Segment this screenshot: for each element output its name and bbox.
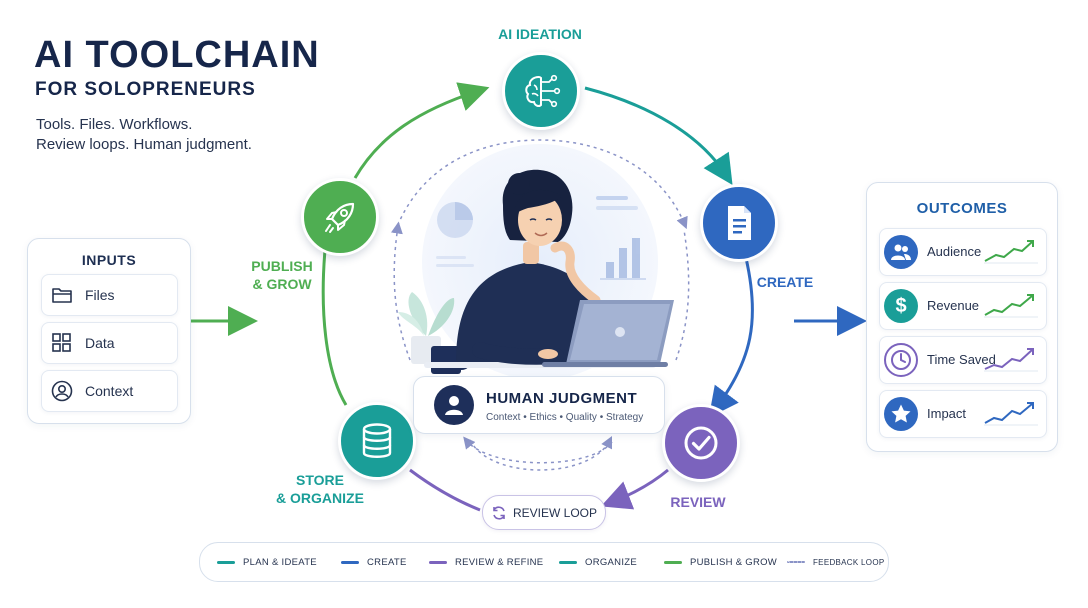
decorative-lines xyxy=(436,196,638,267)
outcome-label: Revenue xyxy=(927,298,980,313)
folder-icon xyxy=(52,288,72,303)
trend-up-icon xyxy=(984,240,1038,264)
legend-swatch xyxy=(217,560,235,564)
legend-label: ORGANIZE xyxy=(585,556,638,568)
stage-review[interactable] xyxy=(662,404,740,482)
legend-item-feedback-loop: FEEDBACK LOOP xyxy=(787,543,884,581)
dashed-loop-right xyxy=(675,229,690,361)
legend-swatch xyxy=(787,561,805,563)
user-circle-icon xyxy=(51,380,73,402)
inputs-panel: INPUTS Files Data Context xyxy=(27,238,191,424)
avatar xyxy=(434,385,474,425)
human-judgment-card: HUMAN JUDGMENT Context • Ethics • Qualit… xyxy=(413,376,665,434)
grid-icon xyxy=(52,333,71,352)
stage-label-line: & ORGANIZE xyxy=(276,490,364,506)
outcome-label: Impact xyxy=(927,406,967,421)
tagline-line-1: Tools. Files. Workflows. xyxy=(36,116,193,133)
stage-publish-grow[interactable] xyxy=(301,178,379,256)
check-circle-icon xyxy=(684,426,718,460)
legend-item-review-refine: REVIEW & REFINE xyxy=(429,543,543,581)
stage-label-create: CREATE xyxy=(756,274,814,290)
human-judgment-title: HUMAN JUDGMENT xyxy=(486,390,638,407)
tagline-line-2: Review loops. Human judgment. xyxy=(36,136,252,153)
arc-review-to-store xyxy=(600,468,669,510)
legend-swatch xyxy=(429,560,447,564)
refresh-icon xyxy=(493,505,505,520)
stage-label-store-organize: STORE & ORGANIZE xyxy=(260,471,380,507)
input-item-label: Files xyxy=(85,287,115,303)
outcome-label: Audience xyxy=(927,244,982,259)
arc-store-to-review-loop xyxy=(409,468,481,512)
legend-item-organize: ORGANIZE xyxy=(559,543,637,581)
brain-circuit-icon xyxy=(525,74,561,108)
review-loop-label: REVIEW LOOP xyxy=(512,505,598,520)
legend-label: PLAN & IDEATE xyxy=(243,556,317,568)
legend-item-create: CREATE xyxy=(341,543,407,581)
legend-swatch xyxy=(341,560,359,564)
legend-label: FEEDBACK LOOP xyxy=(813,557,885,567)
legend-label: CREATE xyxy=(367,556,407,568)
input-item-files[interactable]: Files xyxy=(41,274,178,316)
stage-label-publish-grow: PUBLISH & GROW xyxy=(222,257,342,293)
stage-label-line: STORE xyxy=(296,472,344,488)
legend-item-publish-grow: PUBLISH & GROW xyxy=(664,543,777,581)
trend-up-icon xyxy=(984,348,1038,372)
dashed-loop-top xyxy=(394,139,688,233)
human-judgment-subtitle: Context • Ethics • Quality • Strategy xyxy=(486,412,644,423)
stage-label-ai-ideation: AI IDEATION xyxy=(498,26,582,42)
outcomes-title: OUTCOMES xyxy=(916,200,1008,217)
legend: PLAN & IDEATE CREATE REVIEW & REFINE ORG… xyxy=(199,542,889,582)
people-icon xyxy=(884,235,918,269)
legend-label: PUBLISH & GROW xyxy=(690,556,778,568)
dashed-loop-bottom-left xyxy=(463,436,613,464)
legend-item-plan-ideate: PLAN & IDEATE xyxy=(217,543,317,581)
clock-icon xyxy=(884,343,918,377)
outcomes-panel: OUTCOMES Audience $ Revenue Time Saved xyxy=(866,182,1058,452)
legend-swatch xyxy=(664,560,682,564)
stage-ai-ideation[interactable] xyxy=(502,52,580,130)
arc-ideation-to-create xyxy=(584,86,733,186)
trend-up-icon xyxy=(984,402,1038,426)
dollar-icon: $ xyxy=(884,289,918,323)
outcome-item-audience[interactable]: Audience xyxy=(879,228,1047,276)
arc-create-to-review xyxy=(708,257,754,418)
review-loop-button[interactable]: REVIEW LOOP xyxy=(482,495,606,530)
person-illustration xyxy=(456,169,606,365)
legend-label: REVIEW & REFINE xyxy=(455,556,544,568)
input-item-context[interactable]: Context xyxy=(41,370,178,412)
outcome-item-impact[interactable]: Impact xyxy=(879,390,1047,438)
inputs-title: INPUTS xyxy=(81,252,137,268)
person-icon xyxy=(445,396,463,415)
star-icon xyxy=(884,397,918,431)
dashed-loop-left xyxy=(390,221,411,361)
bar-chart-icon xyxy=(600,238,646,280)
stage-create[interactable] xyxy=(700,184,778,262)
stage-label-line: PUBLISH xyxy=(251,258,313,274)
page-subtitle: FOR SOLOPRENEURS xyxy=(35,79,256,100)
stage-label-line: & GROW xyxy=(252,276,312,292)
arc-publish-to-ideation xyxy=(353,82,490,179)
input-item-label: Context xyxy=(85,383,134,399)
outcome-label: Time Saved xyxy=(927,352,996,367)
stage-label-review: REVIEW xyxy=(670,494,726,510)
rocket-icon xyxy=(325,202,355,233)
legend-swatch xyxy=(559,560,577,564)
input-item-data[interactable]: Data xyxy=(41,322,178,364)
database-icon xyxy=(362,423,392,458)
arc-publish-from-store xyxy=(321,249,348,406)
input-item-label: Data xyxy=(85,335,115,351)
stage-store-organize[interactable] xyxy=(338,402,416,480)
document-icon xyxy=(728,206,751,240)
pie-chart-icon xyxy=(437,202,473,238)
trend-up-icon xyxy=(984,294,1038,318)
page-title: AI TOOLCHAIN xyxy=(34,34,320,76)
laptop-icon xyxy=(542,300,674,367)
outcome-item-time-saved[interactable]: Time Saved xyxy=(879,336,1047,384)
outcome-item-revenue[interactable]: $ Revenue xyxy=(879,282,1047,330)
